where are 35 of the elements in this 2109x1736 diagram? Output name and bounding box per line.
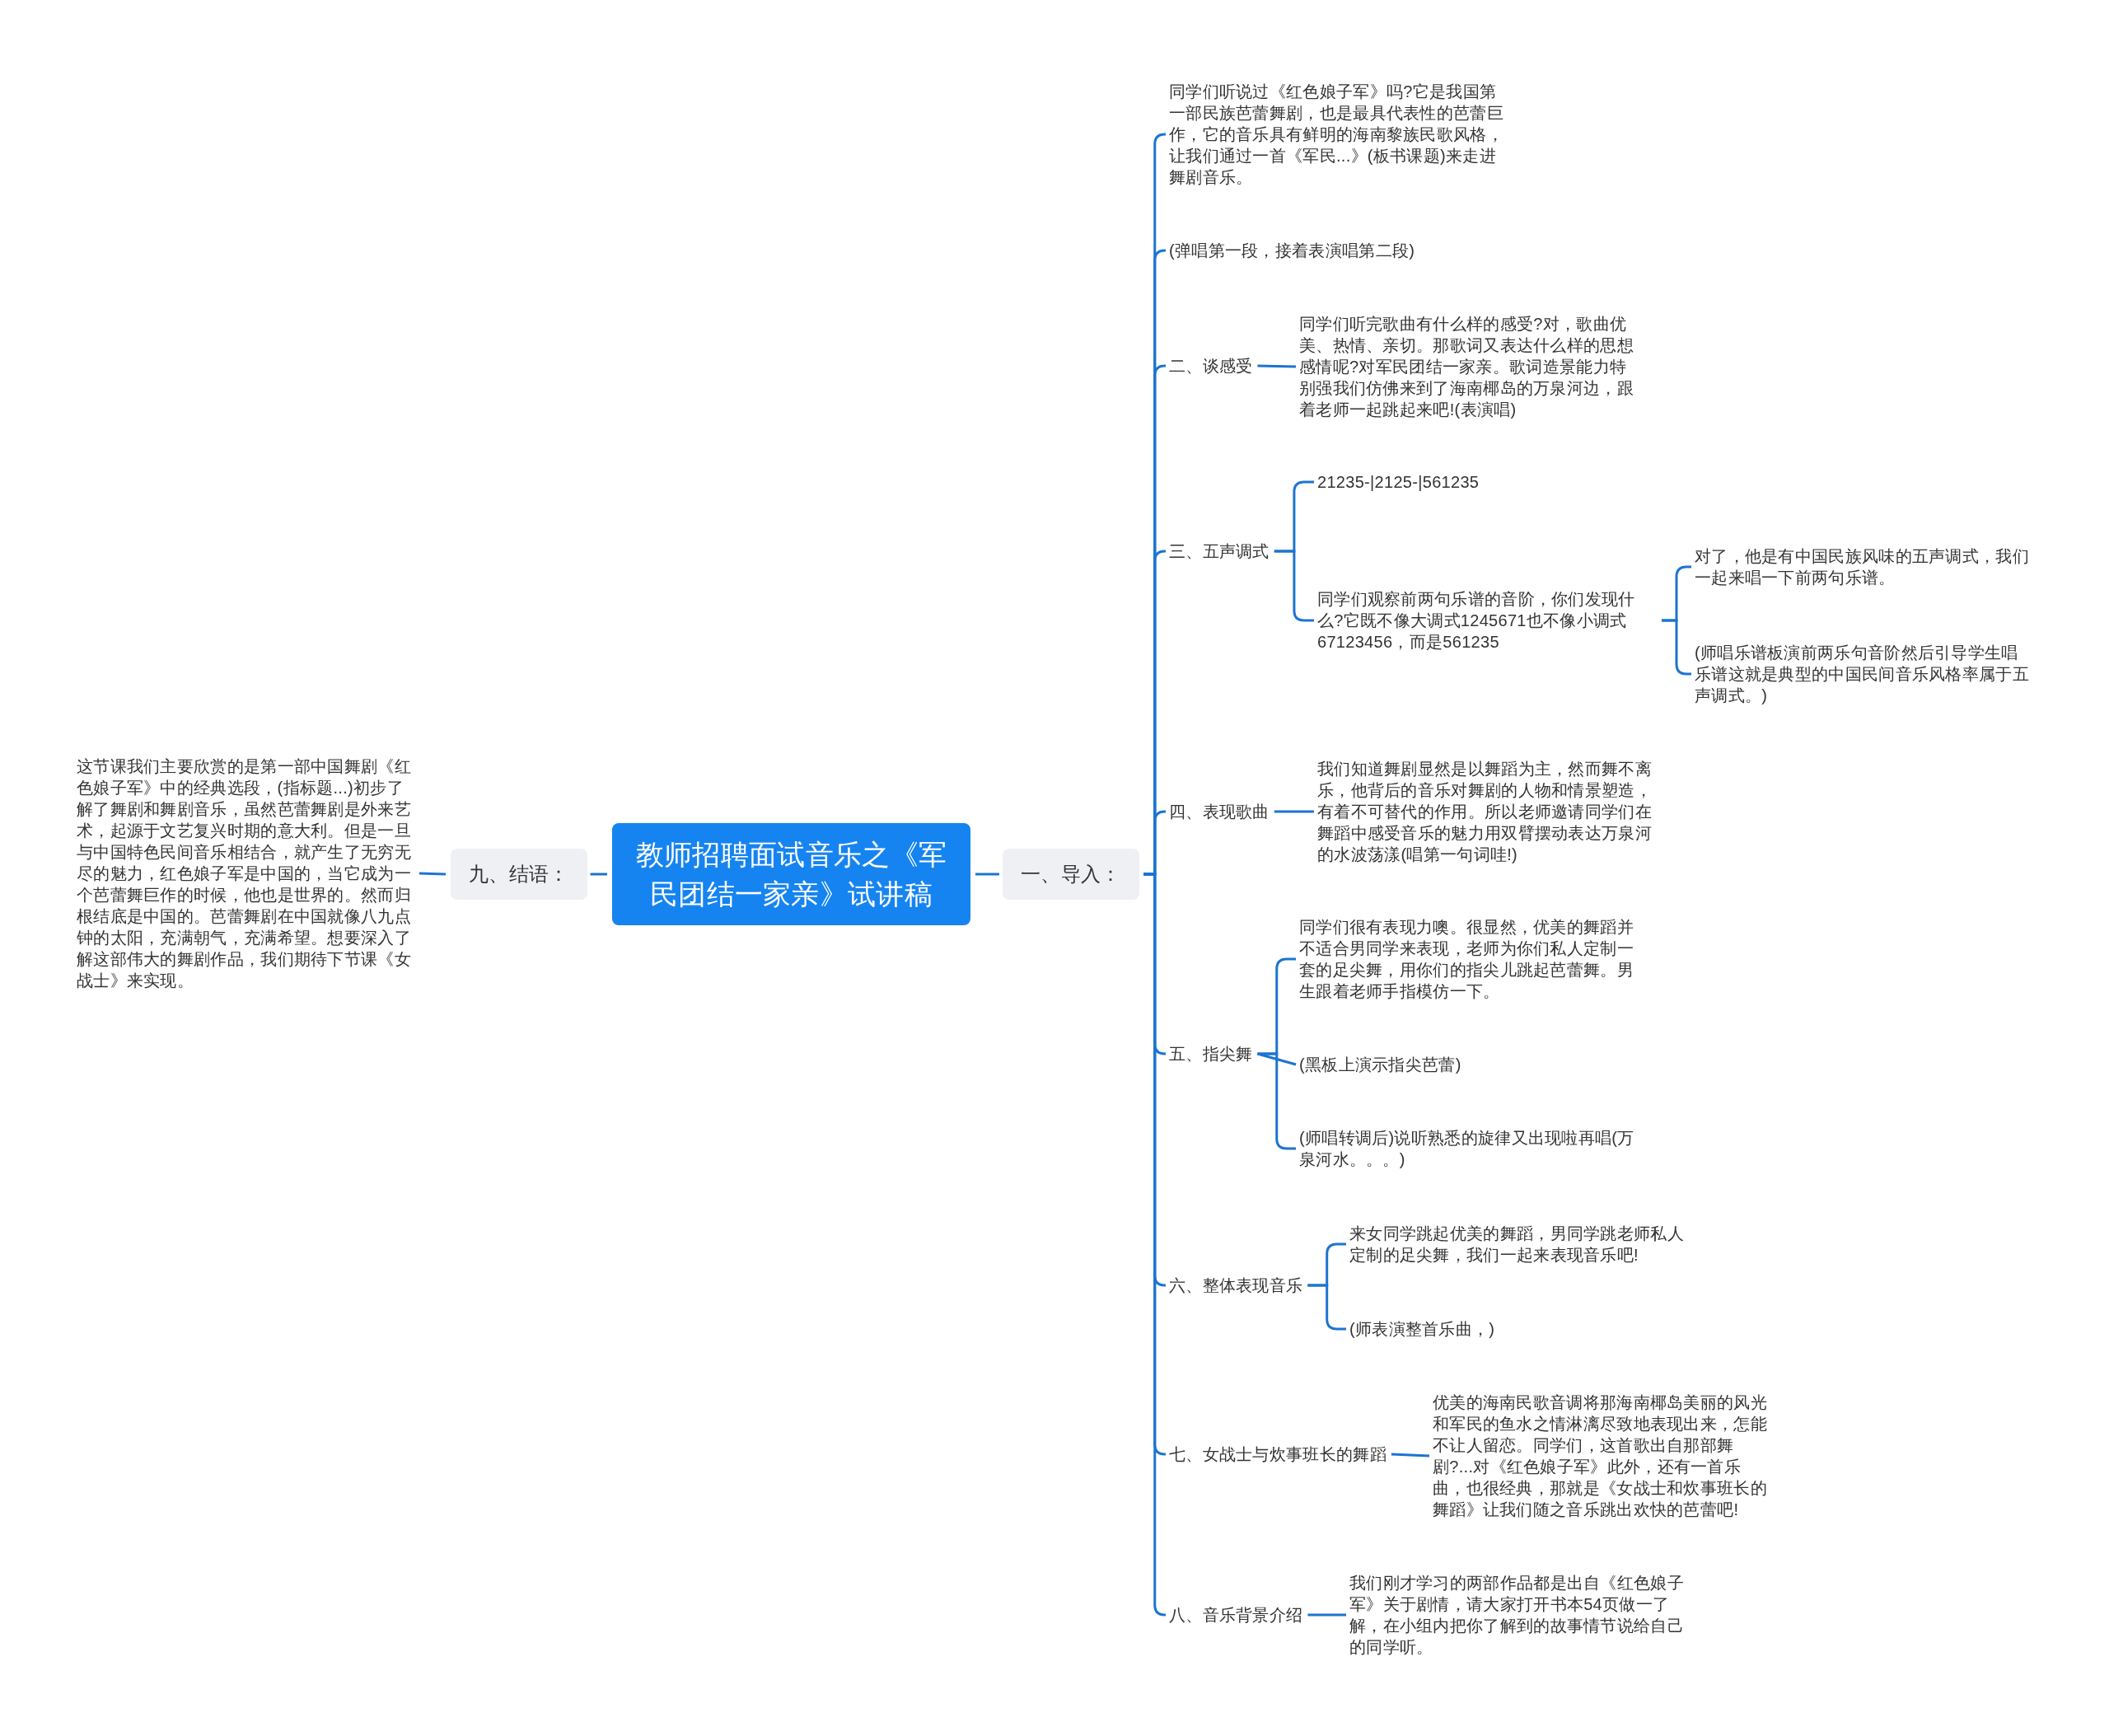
connector-line xyxy=(590,873,607,876)
note-text: 同学们很有表现力噢。很显然，优美的舞蹈并不适合男同学来表现，老师为你们私人定制一套的足尖舞，用你们的指尖儿跳起芭蕾舞。男生跟着老师手指模仿一下。 xyxy=(1299,916,1639,1002)
note-text: 对了，他是有中国民族风味的五声调式，我们一起来唱一下前两句乐谱。 xyxy=(1695,545,2034,588)
note-text: (师表演整首乐曲，) xyxy=(1349,1318,1689,1340)
note-text: (弹唱第一段，接着表演唱第二段) xyxy=(1169,240,1508,261)
note-text: 21235-|2125-|561235 xyxy=(1317,471,1657,493)
note-text: 来女同学跳起优美的舞蹈，男同学跳老师私人定制的足尖舞，我们一起来表现音乐吧! xyxy=(1349,1223,1689,1266)
branch-box: 九、结语： xyxy=(451,849,587,900)
connector-line xyxy=(1307,1613,1346,1617)
branch-label: 五、指尖舞 xyxy=(1169,1043,1253,1065)
connector-line xyxy=(975,873,999,876)
branch-label: 三、五声调式 xyxy=(1169,540,1270,562)
note-text: (师唱转调后)说听熟悉的旋律又出现啦再唱(万泉河水。。。) xyxy=(1299,1127,1639,1170)
note-text: 我们刚才学习的两部作品都是出自《红色娘子军》关于剧情，请大家打开书本54页做一了解，在小组内把你了解到的故事情节说给自己的同学听。 xyxy=(1349,1572,1689,1658)
note-text: (黑板上演示指尖芭蕾) xyxy=(1299,1054,1639,1075)
connector-line xyxy=(1257,364,1297,368)
branch-label: 八、音乐背景介绍 xyxy=(1169,1604,1303,1626)
note-text: 同学们观察前两句乐谱的音阶，你们发现什么?它既不像大调式1245671也不像小调式67123456，而是561235 xyxy=(1317,588,1657,653)
connector-line xyxy=(1257,1052,1297,1066)
connector-line xyxy=(1143,873,1167,1617)
branch-label: 二、谈感受 xyxy=(1169,355,1253,377)
note-text: 我们知道舞剧显然是以舞蹈为主，然而舞不离乐，他背后的音乐对舞剧的人物和情景塑造，有着不可替代的作用。所以老师邀请同学们在舞蹈中感受音乐的魅力用双臂摆动表达万泉河的水波荡漾(唱第一句词哇!) xyxy=(1317,758,1657,865)
branch-label: 七、女战士与炊事班长的舞蹈 xyxy=(1169,1444,1387,1465)
connector-line xyxy=(419,872,447,876)
title-box: 教师招聘面试音乐之《军民团结一家亲》试讲稿 xyxy=(612,823,970,925)
connector-line xyxy=(1274,810,1314,813)
branch-label: 六、整体表现音乐 xyxy=(1169,1275,1303,1296)
note-text: 同学们听完歌曲有什么样的感受?对，歌曲优美、热情、亲切。那歌词又表达什么样的思想感情呢?对军民团结一家亲。歌词造景能力特别强我们仿佛来到了海南椰岛的万泉河边，跟着老师一起跳起来吧!(表演唱) xyxy=(1299,313,1639,420)
connector-line xyxy=(1391,1453,1430,1458)
branch-box: 一、导入： xyxy=(1003,849,1139,900)
note-text: 同学们听说过《红色娘子军》吗?它是我国第一部民族芭蕾舞剧，也是最具代表性的芭蕾巨作，它的音乐具有鲜明的海南黎族民歌风格，让我们通过一首《军民...》(板书课题)来走进舞剧音乐。 xyxy=(1169,81,1508,188)
note-text: 优美的海南民歌音调将那海南椰岛美丽的风光和军民的鱼水之情淋漓尽致地表现出来，怎能不让人留恋。同学们，这首歌出自那部舞剧?...对《红色娘子军》此外，还有一首乐曲，也很经典，那就是《女战士和炊事班长的舞蹈》让我们随之音乐跳出欢快的芭蕾吧! xyxy=(1433,1392,1772,1520)
note-text: (师唱乐谱板演前两乐句音阶然后引导学生唱乐谱这就是典型的中国民间音乐风格率属于五声调式。) xyxy=(1695,642,2034,706)
note-text: 这节课我们主要欣赏的是第一部中国舞剧《红色娘子军》中的经典选段，(指标题...)初步了解了舞剧和舞剧音乐，虽然芭蕾舞剧是外来艺术，起源于文艺复兴时期的意大利。但是一旦与中国特色民间音乐相结合，就产生了无穷无尽的魅力，红色娘子军是中国的，当它成为一个芭蕾舞巨作的时候，他也是世界的。然而归根结底是中国的。芭蕾舞剧在中国就像八九点钟的太阳，充满朝气，充满希望。想要深入了解这部伟大的舞剧作品，我们期待下节课《女战士》来实现。 xyxy=(77,756,416,991)
branch-label: 四、表现歌曲 xyxy=(1169,801,1270,822)
